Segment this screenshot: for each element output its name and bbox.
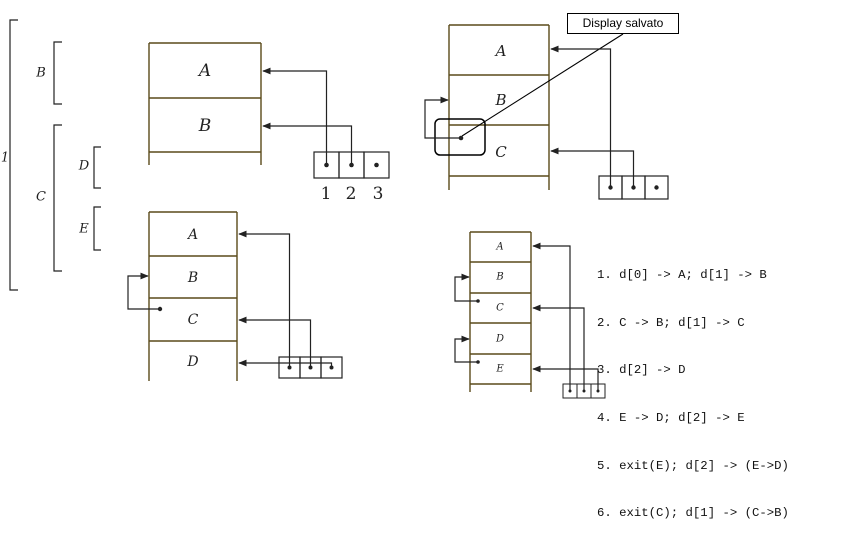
display-index-3: 3	[373, 184, 384, 204]
step-item: 2. C -> B; d[1] -> C	[597, 315, 745, 330]
frame-label-b: B	[187, 270, 198, 286]
frame-label-e: E	[495, 364, 504, 375]
frame-label-b: B	[494, 91, 506, 109]
bracket-e-label: E	[78, 222, 89, 237]
static-link-c-to-b	[454, 273, 478, 302]
bracket-b	[53, 41, 62, 105]
frame-label-a: A	[495, 242, 503, 253]
frame-label-a: A	[197, 61, 211, 81]
frame-label-c: C	[188, 312, 199, 328]
static-link-c-to-b	[424, 96, 461, 139]
callout-leader	[461, 33, 624, 137]
stack	[448, 24, 550, 190]
step-item: 4. E -> D; d[2] -> E	[597, 410, 745, 425]
bracket-c	[53, 124, 62, 272]
pointer-d0-to-a	[532, 242, 571, 391]
saved-display-box	[434, 118, 486, 156]
frame-label-b: B	[495, 272, 503, 283]
frame-label-c: C	[496, 303, 504, 314]
pointer-d0-to-a	[238, 230, 291, 367]
stack	[469, 231, 532, 392]
bracket-d	[93, 146, 101, 189]
frame-label-d: D	[495, 334, 504, 345]
step-item: 5. exit(E); d[2] -> (E->D)	[597, 458, 789, 473]
frame-label-a: A	[186, 227, 198, 243]
bracket-d-label: D	[78, 159, 90, 174]
frame-label-c: C	[495, 143, 507, 161]
frame-label-b: B	[198, 116, 212, 136]
bracket-b-label: B	[35, 66, 46, 81]
pointer-d2-to-d	[238, 359, 333, 367]
bracket-e	[93, 206, 101, 251]
pointer-d1-to-c	[550, 147, 635, 187]
diagram-1: A B 1 2 3	[148, 42, 390, 204]
frame-label-d: D	[186, 354, 198, 370]
steps-list: 1. d[0] -> A; d[1] -> B 2. C -> B; d[1] …	[597, 236, 789, 538]
display-cell-2	[363, 151, 390, 179]
pointer-d0-to-a	[262, 67, 328, 165]
stack	[148, 42, 262, 165]
stack	[148, 211, 238, 381]
diagram-2: A B C	[424, 24, 669, 200]
display-index-1: 1	[321, 184, 332, 204]
outer-bracket	[9, 19, 18, 291]
pointer-d2-to-e	[532, 365, 599, 391]
bracket-c-label: C	[36, 190, 46, 205]
diagram-3: A B C D	[127, 211, 343, 381]
static-link-e-to-d	[454, 335, 478, 363]
step-item: 1. d[0] -> A; d[1] -> B	[597, 267, 767, 282]
step-item: 3. d[2] -> D	[597, 363, 686, 378]
nesting-brackets: 1 B C D E	[1, 19, 101, 291]
diagram-4: A B C D E	[454, 231, 606, 399]
pointer-d0-to-a	[550, 45, 612, 187]
frame-label-a: A	[494, 42, 507, 60]
display-salvato-callout: Display salvato	[567, 13, 679, 34]
outer-bracket-label: 1	[1, 151, 9, 166]
step-item: 6. exit(C); d[1] -> (C->B)	[597, 506, 789, 521]
pointer-d1-to-c	[238, 316, 312, 367]
pointer-d1-to-b	[262, 122, 353, 165]
pointer-d1-to-c	[532, 304, 585, 391]
scope-display-diagram: 1 B C D E A B 1 2 3 A	[1, 19, 669, 399]
static-link-c-to-b	[127, 272, 160, 310]
display-index-2: 2	[346, 184, 357, 204]
